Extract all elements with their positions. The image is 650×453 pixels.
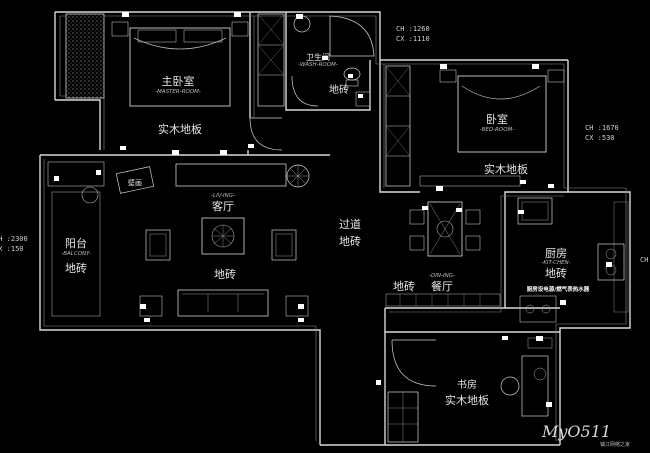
- kitchen-name: 厨房: [545, 247, 567, 260]
- balcony-en: -BALCONY-: [61, 251, 90, 257]
- study-floor: 实木地板: [445, 393, 489, 407]
- master-bed: [129, 27, 231, 107]
- bathroom-en: -WASH-ROOM-: [298, 62, 338, 68]
- dining: -DIN-ING- 餐厅 地砖: [385, 201, 501, 307]
- corridor: 过道 地砖: [339, 217, 361, 248]
- master-door: [249, 117, 283, 151]
- master-bedroom-floor: 实木地板: [158, 122, 202, 136]
- dim-1-ch: CH :1260: [396, 25, 430, 33]
- corridor-floor: 地砖: [339, 234, 361, 248]
- corridor-name: 过道: [339, 217, 361, 231]
- kitchen-note: 厨房设电源/燃气表热水器: [527, 285, 590, 293]
- living-en: -LIV-ING-: [211, 193, 235, 199]
- kitchen-stove: [597, 243, 625, 281]
- study-name: 书房: [457, 378, 477, 391]
- coffee-table: [201, 217, 245, 255]
- bathroom-floor: 地砖: [329, 83, 349, 96]
- study-door: [391, 339, 437, 387]
- inner-wall-lines: [43, 15, 627, 441]
- watermark-caption: 镇江网络之家: [600, 441, 630, 448]
- dim-1-cx: CX :1110: [396, 35, 430, 43]
- dim-2-ch: CH :1670: [585, 124, 619, 132]
- balcony: 阳台 -BALCONY- 地砖: [47, 161, 105, 317]
- bathroom-name: 卫生间: [306, 52, 330, 62]
- master-bedroom-name: 主卧室: [162, 74, 195, 88]
- bedroom-en: -BED-ROOM-: [480, 127, 515, 133]
- dining-floor: 地砖: [393, 279, 415, 293]
- bathroom: 卫生间 -WASH-ROOM- 地砖: [291, 15, 375, 107]
- dining-en: -DIN-ING-: [429, 273, 455, 279]
- dining-table: [427, 201, 463, 257]
- balcony-name: 阳台: [65, 236, 87, 250]
- watermark-logo: MyO511: [541, 422, 611, 441]
- master-bedroom: 主卧室 -MASTER-ROOM- 实木地板: [65, 13, 285, 151]
- dim-4-ch: CH: [640, 256, 648, 264]
- living-name: 客厅: [212, 199, 234, 213]
- balcony-floor: 地砖: [65, 261, 87, 275]
- tv-cabinet-label: 壁画: [128, 178, 142, 187]
- dim-2-cx: CX :530: [585, 134, 615, 142]
- chair-icon: [500, 376, 520, 396]
- master-bedroom-en: -MASTER-ROOM-: [155, 89, 201, 95]
- study: 书房 实木地板: [387, 337, 553, 443]
- bedroom-bed: [457, 75, 547, 153]
- wardrobe: [257, 13, 285, 107]
- walls: [39, 11, 631, 446]
- tv-cabinet: [175, 163, 287, 187]
- shower: [329, 15, 375, 57]
- dining-name: 餐厅: [431, 279, 453, 293]
- study-desk: [521, 355, 549, 417]
- watermark: MyO511 镇江网络之家: [541, 422, 630, 448]
- kitchen: 厨房 -KIT-CHEN- 地砖 厨房设电源/燃气表热水器: [517, 197, 629, 323]
- lighting-marks: [54, 12, 612, 407]
- sofa: [177, 289, 269, 317]
- living-room: 壁画 -LIV-ING- 客厅 地砖: [115, 163, 310, 317]
- bedroom-floor: 实木地板: [484, 162, 528, 176]
- bedroom-name: 卧室: [486, 112, 508, 126]
- bathroom-door: [291, 75, 319, 107]
- dim-3-ch: CH :2300: [0, 235, 28, 243]
- kitchen-en: -KIT-CHEN-: [541, 260, 570, 266]
- bedroom: 卧室 -BED-ROOM- 实木地板: [385, 65, 565, 187]
- stair-hatch: [65, 13, 105, 99]
- kitchen-floor: 地砖: [545, 266, 567, 280]
- dim-3-cx: CX :150: [0, 245, 24, 253]
- dimension-labels: CH :1260 CX :1110 CH :1670 CX :530 CH :2…: [0, 25, 648, 264]
- living-floor: 地砖: [214, 267, 236, 281]
